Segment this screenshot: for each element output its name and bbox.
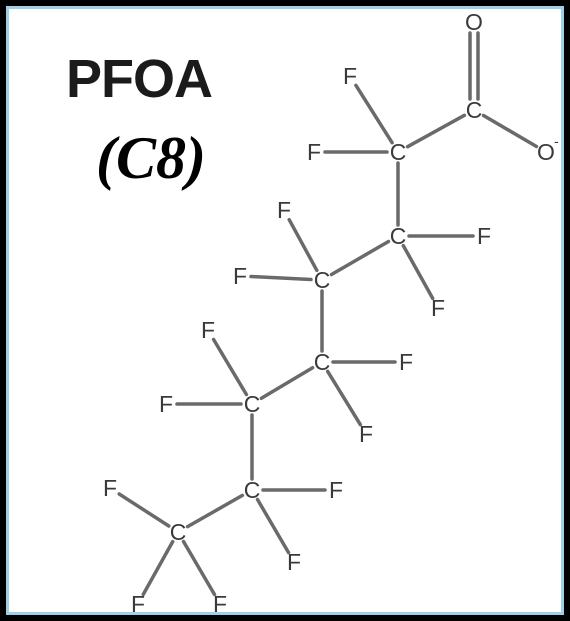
atom-label-o2: O bbox=[537, 139, 555, 165]
atom-label-c2: C bbox=[390, 139, 407, 165]
carbon-count-label: (C8) bbox=[96, 125, 206, 191]
atom-label-f7a: F bbox=[329, 477, 343, 503]
atom-label-f3a: F bbox=[477, 223, 491, 249]
atom-label-f6b: F bbox=[159, 391, 173, 417]
atom-label-c4: C bbox=[314, 267, 331, 293]
atom-label-f2b: F bbox=[307, 139, 321, 165]
single-bond-c5-f5b bbox=[325, 369, 363, 427]
atom-label-c3: C bbox=[390, 223, 407, 249]
atom-label-o1: O bbox=[465, 9, 483, 35]
single-bond-c7-f7b bbox=[255, 497, 291, 555]
atom-label-f8b: F bbox=[131, 591, 145, 617]
charge-label-o2: - bbox=[554, 133, 559, 149]
single-bond-c8-f8b bbox=[141, 539, 175, 597]
single-bond-c2-f2a bbox=[354, 83, 394, 145]
single-bond-c6-f6a bbox=[211, 337, 249, 397]
diagram-panel bbox=[6, 6, 564, 615]
atom-label-f5b: F bbox=[359, 421, 373, 447]
single-bond-c4-f4b bbox=[249, 274, 313, 282]
atom-label-f8c: F bbox=[213, 591, 227, 617]
atom-label-c8: C bbox=[170, 519, 187, 545]
atom-label-f5a: F bbox=[399, 349, 413, 375]
bonds-layer bbox=[117, 31, 539, 597]
single-bond-c3-c4 bbox=[329, 239, 391, 277]
atom-label-f7b: F bbox=[287, 549, 301, 575]
single-bond-c4-f4a bbox=[287, 217, 319, 273]
atom-label-f4a: F bbox=[277, 197, 291, 223]
single-bond-c8-f8a bbox=[117, 492, 171, 528]
single-bond-c5-c6 bbox=[259, 365, 315, 401]
atom-label-c6: C bbox=[244, 391, 261, 417]
atom-label-c1: C bbox=[466, 97, 483, 123]
single-bond-c3-f3b bbox=[401, 243, 435, 301]
molecule-name: PFOA bbox=[66, 49, 213, 109]
single-bond-c1-o2 bbox=[481, 113, 539, 149]
atom-label-f4b: F bbox=[233, 263, 247, 289]
single-bond-c8-f8c bbox=[181, 539, 217, 597]
single-bond-c7-c8 bbox=[185, 493, 245, 529]
single-bond-c1-c2 bbox=[405, 113, 467, 149]
atom-label-f2a: F bbox=[343, 63, 357, 89]
atom-label-f3b: F bbox=[431, 295, 445, 321]
atom-label-f8a: F bbox=[103, 475, 117, 501]
atom-label-c7: C bbox=[244, 477, 261, 503]
atom-label-f6a: F bbox=[201, 317, 215, 343]
atom-label-c5: C bbox=[314, 349, 331, 375]
